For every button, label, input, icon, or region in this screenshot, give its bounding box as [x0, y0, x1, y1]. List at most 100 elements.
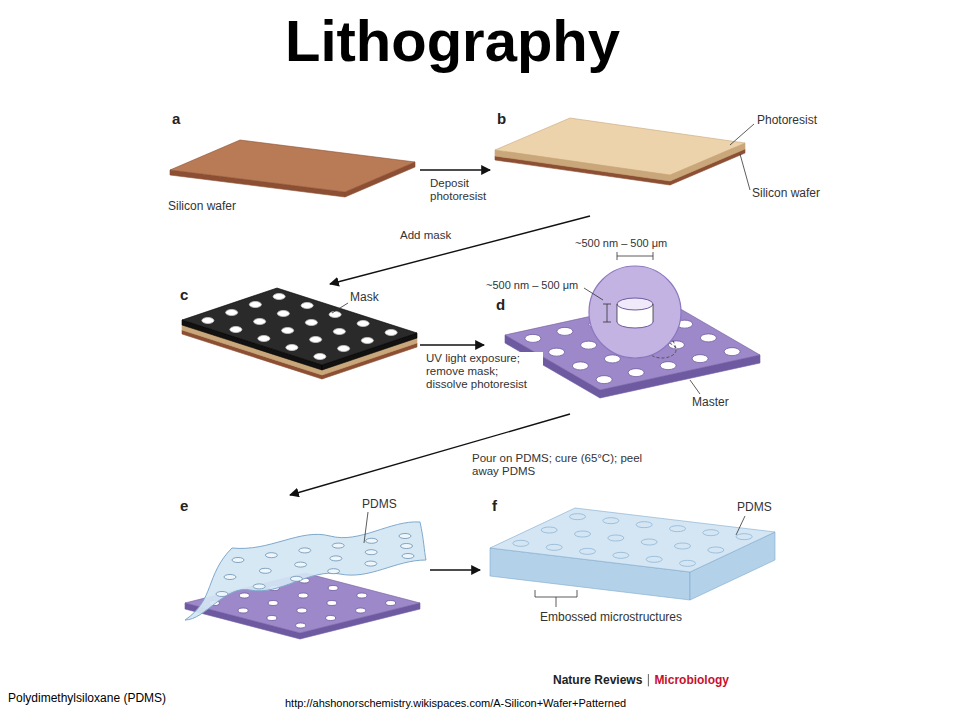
leader-line: [584, 288, 603, 300]
imprint: [253, 584, 265, 589]
imprint: [265, 553, 277, 558]
imprint: [259, 568, 271, 573]
source-url: http://ahshonorschemistry.wikispaces.com…: [285, 697, 626, 710]
hole: [333, 329, 345, 335]
hole: [305, 320, 317, 326]
hole: [297, 608, 307, 613]
hole: [549, 348, 565, 356]
mask: [182, 288, 417, 370]
callout-label: PDMS: [737, 500, 772, 514]
hole: [613, 552, 629, 558]
silicon-wafer-top: [170, 140, 415, 192]
leader-line: [730, 124, 754, 145]
process-arrow: [330, 216, 590, 284]
journal-section: Microbiology: [654, 673, 729, 687]
dimension-line: [617, 256, 653, 257]
hole: [338, 346, 350, 352]
photoresist-layer: [495, 118, 745, 181]
post-top: [617, 298, 653, 310]
hole: [226, 310, 238, 316]
pdms-microstructures: [513, 514, 752, 567]
hole: [268, 601, 278, 606]
footnote: Polydimethylsiloxane (PDMS): [8, 691, 166, 705]
panel-letter: e: [180, 497, 188, 515]
hole: [708, 547, 724, 553]
hole: [580, 548, 596, 554]
hole: [282, 328, 294, 334]
silicon-wafer: [170, 140, 415, 197]
hole: [267, 616, 277, 621]
pdms-imprints: [216, 534, 414, 597]
dimension-label: ~500 nm – 500 μm: [575, 237, 667, 250]
magnifier: [589, 266, 681, 358]
hole: [541, 527, 557, 533]
callout-label: PDMS: [362, 497, 397, 511]
hole: [328, 586, 338, 591]
pdms-block-top: [490, 508, 775, 572]
hole: [703, 530, 719, 536]
hole: [327, 601, 337, 606]
pdms-sheet: [185, 522, 426, 620]
panel-letter: c: [180, 286, 188, 304]
imprint: [290, 576, 302, 581]
hole: [356, 608, 366, 613]
hole: [513, 540, 529, 546]
leader-line: [332, 303, 348, 313]
hole: [238, 608, 248, 613]
hole: [680, 560, 696, 566]
dimension-tick: [653, 252, 654, 260]
hole: [298, 593, 308, 598]
dimension-label: ~500 nm – 500 μm: [486, 279, 578, 292]
imprint: [232, 558, 244, 563]
hole: [357, 321, 369, 327]
hole: [724, 348, 740, 356]
journal-name: Nature Reviews: [553, 673, 642, 687]
hole: [202, 318, 214, 324]
imprint: [402, 554, 414, 559]
hole: [636, 522, 652, 528]
panel-a: aSilicon wafer: [165, 108, 420, 216]
mask-top: [182, 288, 417, 365]
imprint: [365, 561, 377, 566]
hole: [700, 334, 716, 342]
hole: [310, 337, 322, 343]
callout-label: Silicon wafer: [168, 199, 236, 213]
callout-label: Embossed microstructures: [540, 610, 682, 624]
hole: [525, 334, 541, 342]
hole: [254, 319, 266, 325]
hole: [660, 362, 676, 370]
hole: [361, 338, 373, 344]
imprint: [332, 543, 344, 548]
imprint: [328, 569, 340, 574]
title: Lithography: [0, 6, 905, 76]
hole: [670, 526, 686, 532]
hole: [258, 336, 270, 342]
callout-label: Photoresist: [757, 113, 817, 127]
hole: [575, 531, 591, 537]
imprint: [216, 592, 228, 597]
leader-line: [690, 380, 700, 394]
imprint: [299, 548, 311, 553]
imprint: [295, 562, 307, 567]
hole: [572, 362, 588, 370]
hole: [628, 369, 644, 377]
panel-letter: b: [497, 110, 506, 128]
hole: [646, 556, 662, 562]
hole: [668, 341, 684, 349]
hole: [581, 341, 597, 349]
hole: [570, 514, 586, 520]
panel-e: e PDMS: [175, 495, 430, 645]
process-arrow: [430, 569, 480, 570]
bracket: [535, 590, 577, 607]
hole: [230, 327, 242, 333]
post-edge: [653, 304, 654, 322]
imprint: [401, 544, 413, 549]
hole: [314, 354, 326, 360]
hole: [546, 544, 562, 550]
hole: [273, 294, 285, 300]
hole: [385, 330, 397, 336]
leader-line: [364, 512, 368, 543]
panel-letter: d: [496, 296, 505, 314]
hole: [249, 302, 261, 308]
step-label: UV light exposure; remove mask; dissolve…: [424, 352, 543, 392]
